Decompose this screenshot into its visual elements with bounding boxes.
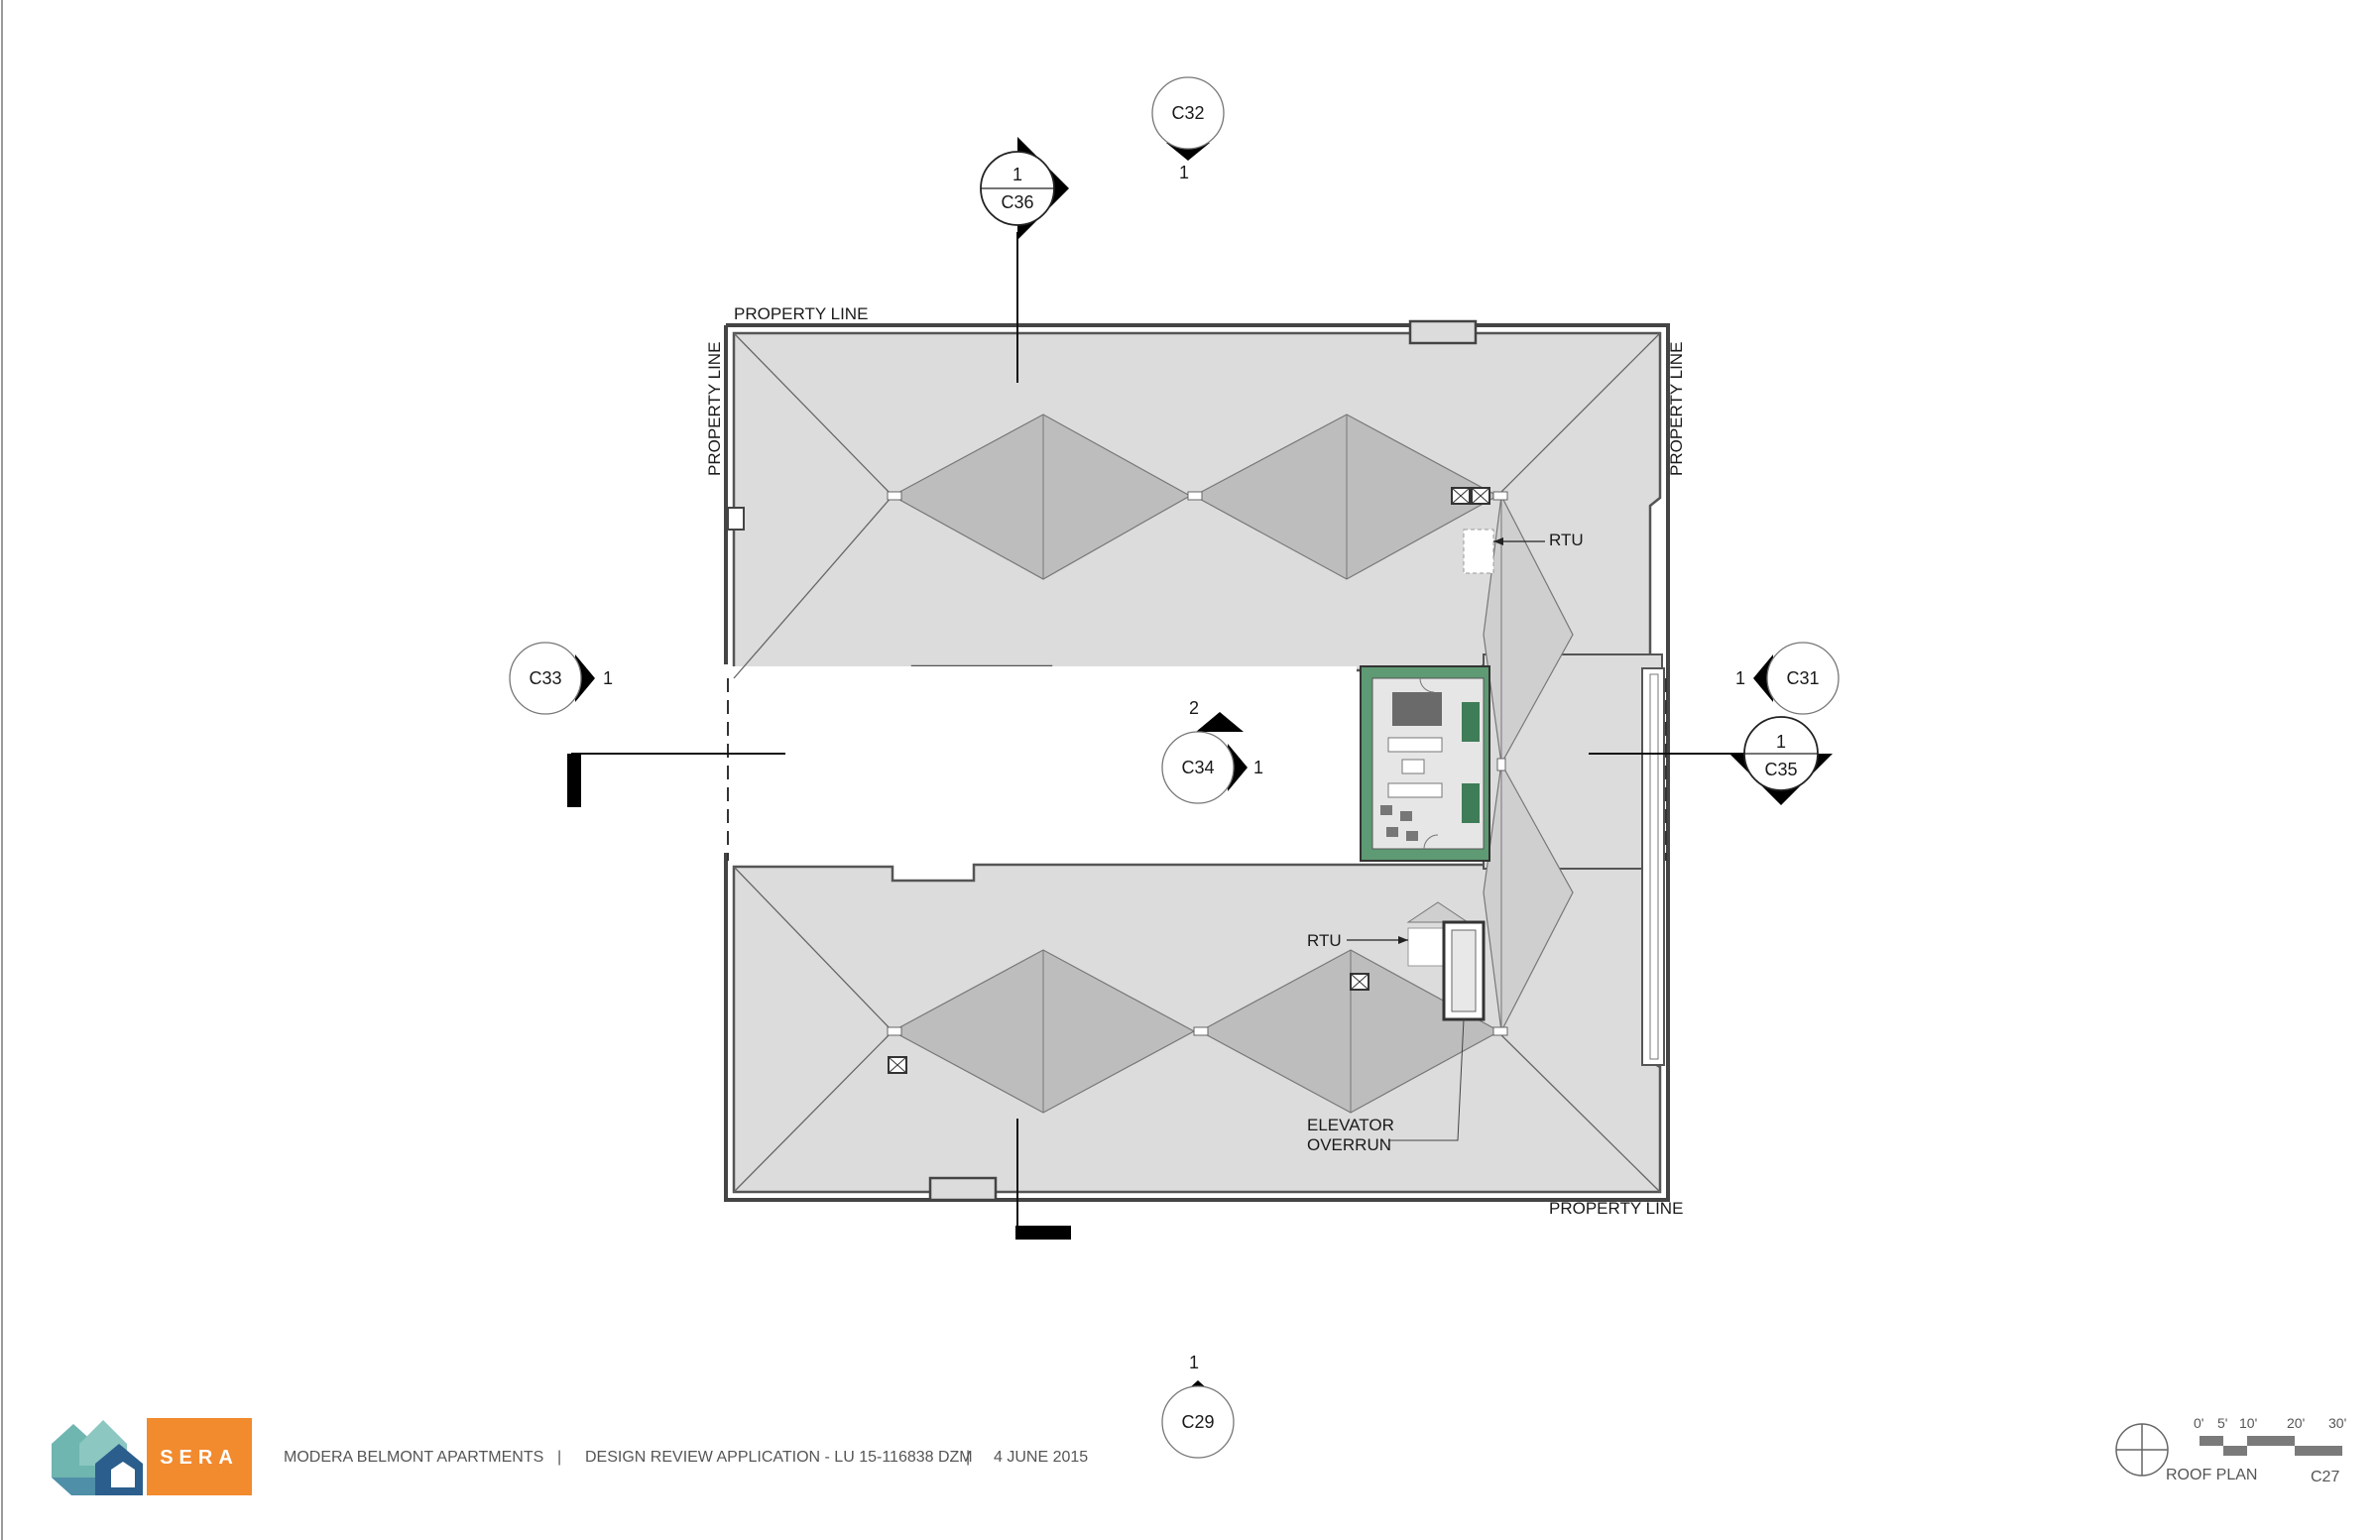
svg-text:C34: C34 bbox=[1181, 758, 1214, 777]
svg-text:5': 5' bbox=[2217, 1415, 2227, 1431]
south-roof-bump bbox=[928, 1176, 998, 1202]
building-roof bbox=[724, 319, 1670, 1202]
sera-logo[interactable]: SERA bbox=[52, 1418, 252, 1495]
property-line-label-bottom: PROPERTY LINE bbox=[1549, 1199, 1683, 1218]
svg-text:1: 1 bbox=[1189, 1353, 1199, 1372]
callout-c33[interactable]: C33 1 bbox=[509, 642, 613, 715]
graphic-scale: 0' 5' 10' 20' 30' bbox=[2194, 1415, 2346, 1456]
callout-c29[interactable]: C29 1 bbox=[1161, 1353, 1235, 1459]
svg-text:1: 1 bbox=[1012, 165, 1022, 184]
svg-text:C29: C29 bbox=[1181, 1412, 1214, 1432]
property-line-label-left: PROPERTY LINE bbox=[705, 342, 724, 476]
rtu-unit-south bbox=[1407, 927, 1445, 967]
elevator-overrun-label-line2: OVERRUN bbox=[1307, 1135, 1391, 1154]
house-logo-icon bbox=[52, 1420, 143, 1495]
building-outline-outer bbox=[724, 323, 1670, 1202]
svg-text:C32: C32 bbox=[1171, 103, 1204, 123]
property-line-label-right: PROPERTY LINE bbox=[1667, 342, 1686, 476]
project-name: MODERA BELMONT APARTMENTS bbox=[284, 1449, 543, 1466]
svg-text:1: 1 bbox=[1776, 732, 1786, 752]
footer-separator-1: | bbox=[557, 1449, 561, 1466]
north-roof-bump bbox=[1408, 319, 1478, 345]
svg-text:C31: C31 bbox=[1786, 668, 1819, 688]
svg-text:2: 2 bbox=[1189, 698, 1199, 718]
property-line-label-top: PROPERTY LINE bbox=[734, 304, 868, 323]
sheet-number: C27 bbox=[2311, 1469, 2339, 1485]
svg-text:30': 30' bbox=[2328, 1415, 2346, 1431]
rtu-label-south: RTU bbox=[1307, 931, 1342, 950]
callout-c31[interactable]: C31 1 bbox=[1735, 642, 1840, 715]
ridge-nodes bbox=[887, 491, 1508, 1036]
drawing-title: ROOF PLAN bbox=[2166, 1467, 2257, 1483]
rtu-unit-north bbox=[1463, 529, 1494, 574]
mechanical-vents bbox=[888, 487, 1490, 1074]
rtu-label-north: RTU bbox=[1549, 531, 1584, 549]
north-arrow-icon bbox=[2115, 1423, 2169, 1477]
callout-c36[interactable]: 1 C36 bbox=[980, 137, 1069, 240]
svg-text:0': 0' bbox=[2194, 1415, 2203, 1431]
svg-text:SERA: SERA bbox=[160, 1447, 239, 1469]
svg-text:1: 1 bbox=[603, 668, 613, 688]
elevator-overrun-label: ELEVATOR bbox=[1307, 1116, 1394, 1134]
callout-c34[interactable]: C34 2 1 bbox=[1161, 698, 1263, 804]
issue-date: 4 JUNE 2015 bbox=[994, 1449, 1088, 1466]
svg-text:C35: C35 bbox=[1764, 760, 1797, 779]
svg-text:10': 10' bbox=[2239, 1415, 2257, 1431]
callout-c35[interactable]: 1 C35 bbox=[1729, 716, 1833, 805]
svg-text:20': 20' bbox=[2287, 1415, 2305, 1431]
svg-text:1: 1 bbox=[1179, 163, 1189, 182]
svg-text:1: 1 bbox=[1735, 668, 1745, 688]
courtyard bbox=[730, 666, 1357, 861]
amenity-terrace bbox=[1360, 665, 1490, 862]
footer-separator-2: | bbox=[966, 1449, 970, 1466]
callout-c32[interactable]: C32 1 bbox=[1151, 76, 1225, 182]
application-number: DESIGN REVIEW APPLICATION - LU 15-116838… bbox=[585, 1449, 973, 1466]
svg-text:C33: C33 bbox=[529, 668, 561, 688]
svg-text:C36: C36 bbox=[1001, 192, 1033, 212]
svg-text:1: 1 bbox=[1253, 758, 1263, 777]
